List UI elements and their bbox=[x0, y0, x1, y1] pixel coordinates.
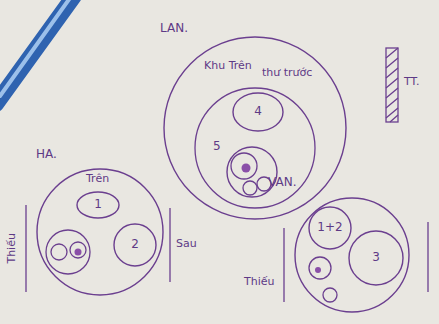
group-circle: 1+23VAN. bbox=[294, 197, 410, 313]
side-line bbox=[427, 222, 428, 292]
small-circle bbox=[51, 244, 67, 260]
part-number: 4 bbox=[254, 105, 262, 119]
group-heading: LAN. bbox=[160, 22, 188, 36]
handwritten-label: TT. bbox=[404, 76, 419, 89]
pen-barrel bbox=[0, 0, 74, 104]
part-number: 1+2 bbox=[317, 221, 342, 235]
group-circle: 12HA. bbox=[36, 168, 164, 296]
small-circle bbox=[323, 288, 337, 302]
side-line bbox=[25, 205, 26, 292]
part-circle: 2 bbox=[113, 223, 157, 267]
circle-stroke bbox=[114, 224, 156, 266]
side-line bbox=[283, 228, 284, 302]
pen bbox=[0, 0, 74, 104]
part-number: 2 bbox=[131, 238, 139, 252]
side-line bbox=[169, 208, 170, 282]
handwritten-label: Thiếu bbox=[6, 233, 19, 264]
group-heading: VAN. bbox=[268, 176, 296, 190]
part-circle: 1 bbox=[76, 191, 120, 219]
part-number: 1 bbox=[94, 198, 102, 212]
hatched-bar bbox=[386, 48, 398, 122]
handwritten-label: Trên bbox=[86, 173, 109, 186]
small-circle bbox=[46, 230, 90, 274]
circle-stroke bbox=[349, 231, 403, 285]
circle-outline bbox=[36, 168, 164, 296]
circle-stroke bbox=[309, 207, 351, 249]
circle-stroke bbox=[77, 192, 119, 218]
circle-outline bbox=[163, 36, 347, 220]
part-circle: 3 bbox=[348, 230, 404, 286]
circle-outline bbox=[226, 146, 278, 198]
pen-highlight bbox=[0, 0, 70, 96]
part-number: 3 bbox=[372, 251, 380, 265]
part-circle: 4 bbox=[232, 92, 284, 132]
handwritten-label: Sau bbox=[176, 238, 197, 251]
small-circle bbox=[231, 153, 257, 179]
small-circle bbox=[243, 181, 257, 195]
handwritten-label: Khu Trên bbox=[204, 60, 252, 73]
group-heading: 5 bbox=[213, 140, 221, 154]
circle-stroke bbox=[295, 198, 409, 312]
small-circle bbox=[309, 257, 331, 279]
inner-ring bbox=[195, 88, 315, 208]
circle-stroke bbox=[37, 169, 163, 295]
circle-stroke bbox=[164, 37, 346, 219]
group-circle: 45LAN. bbox=[163, 36, 347, 220]
part-circle: 5 bbox=[226, 146, 278, 198]
ink-dot bbox=[75, 249, 82, 256]
circle-outline bbox=[294, 197, 410, 313]
ink-dot bbox=[315, 267, 321, 273]
circle-stroke bbox=[227, 147, 277, 197]
ink-dot bbox=[242, 164, 251, 173]
handwritten-label: Thiếu bbox=[244, 276, 275, 289]
small-circle bbox=[70, 242, 86, 258]
group-heading: HA. bbox=[36, 148, 57, 162]
handwritten-label: thư trước bbox=[262, 67, 312, 80]
circle-stroke bbox=[233, 93, 283, 131]
hatching bbox=[386, 48, 398, 122]
